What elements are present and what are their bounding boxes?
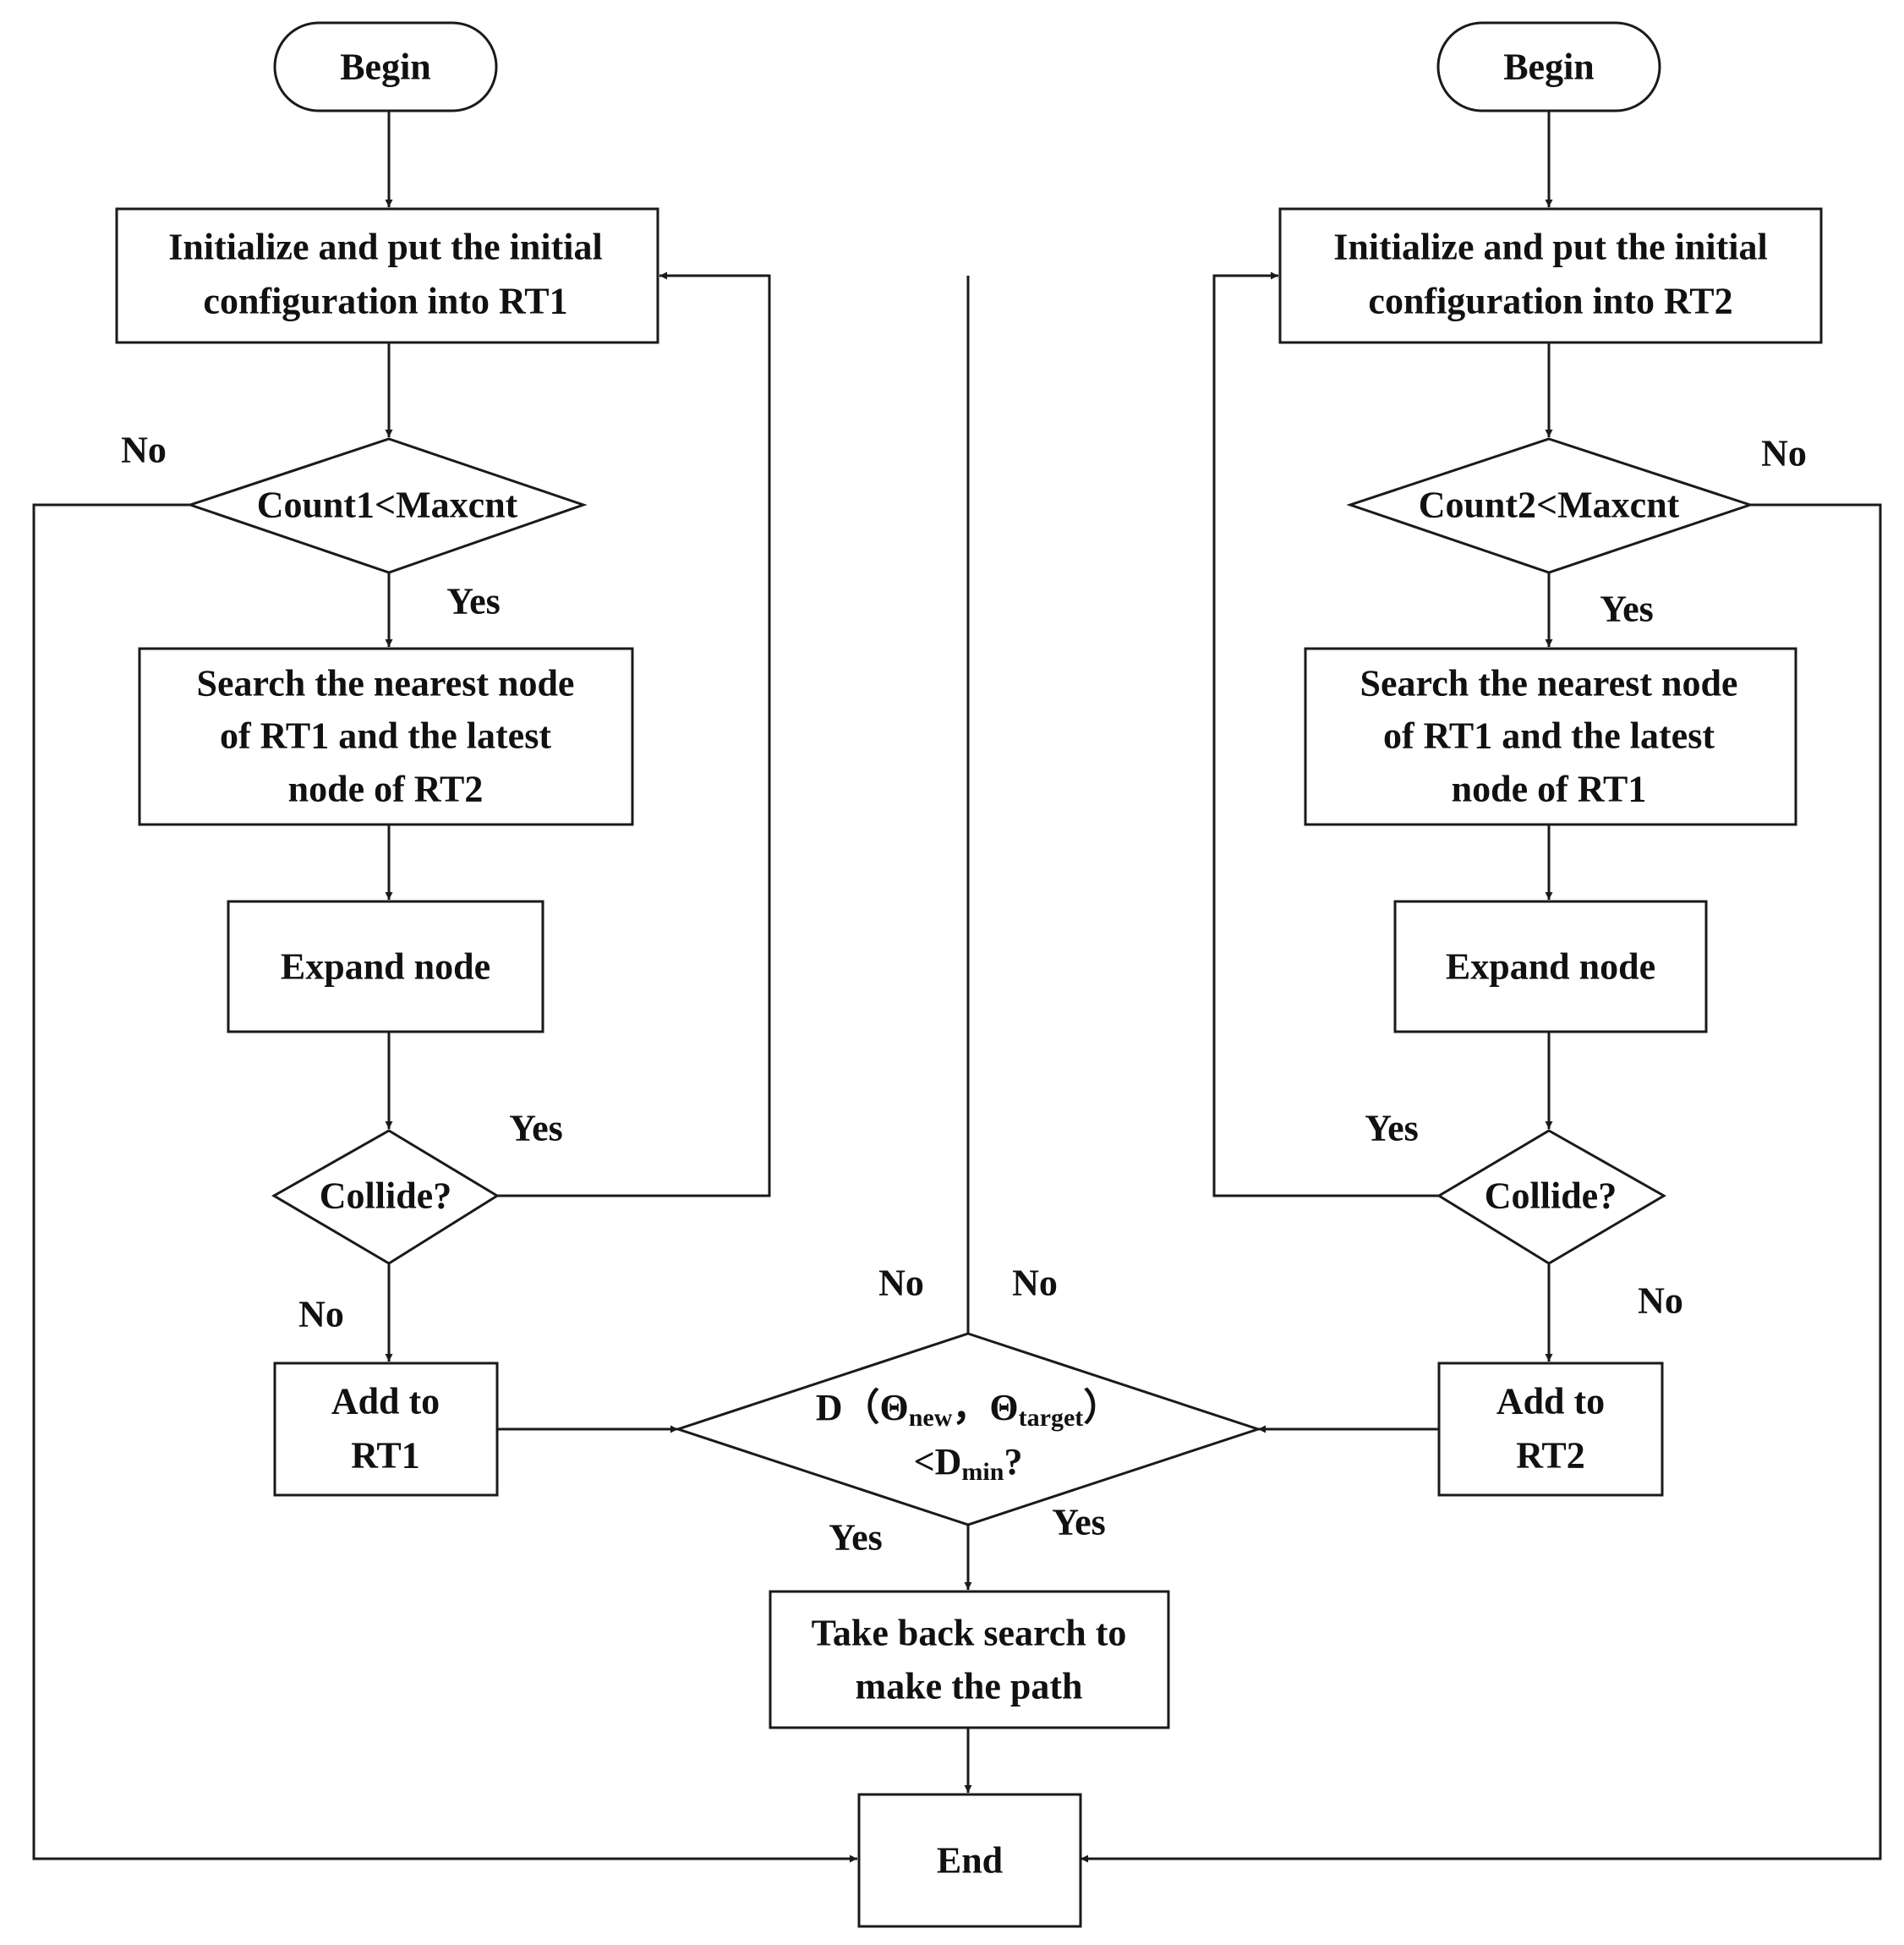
branch-labels: No Yes Yes No No Yes Yes No No No Yes Ye…	[121, 430, 1807, 1559]
right-init-line-1: Initialize and put the initial	[1333, 227, 1767, 268]
label-right-count-no: No	[1761, 433, 1807, 474]
left-collide-text: Collide?	[320, 1175, 451, 1217]
left-begin-text: Begin	[340, 47, 431, 88]
right-collide-text: Collide?	[1485, 1175, 1617, 1217]
right-collide-decision: Collide?	[1436, 1129, 1667, 1265]
left-search-line-2: of RT1 and the latest	[220, 715, 551, 757]
label-left-count-no: No	[121, 430, 167, 471]
left-add-box: Add to RT1	[273, 1362, 499, 1497]
right-search-line-3: node of RT1	[1452, 769, 1647, 810]
label-left-collide-no: No	[298, 1294, 344, 1335]
right-search-line-1: Search the nearest node	[1360, 663, 1738, 704]
right-init-line-2: configuration into RT2	[1368, 281, 1732, 322]
left-search-line-3: node of RT2	[288, 769, 484, 810]
left-count-text: Count1<Maxcnt	[257, 485, 518, 526]
arrow-right-collide-yes-loop	[1212, 271, 1439, 1197]
arrow-left-count-no-to-end	[32, 503, 857, 1863]
arrow-left-collide-yes-loop	[497, 271, 771, 1197]
label-right-count-yes: Yes	[1600, 589, 1654, 630]
takeback-box: Take back search to make the path	[769, 1590, 1170, 1729]
right-init-box: Initialize and put the initial configura…	[1278, 207, 1823, 344]
right-expand-text: Expand node	[1446, 946, 1655, 988]
end-text: End	[937, 1840, 1003, 1882]
right-begin-text: Begin	[1503, 47, 1595, 88]
right-search-line-2: of RT1 and the latest	[1383, 715, 1715, 757]
takeback-line-1: Take back search to	[812, 1613, 1127, 1654]
center-distance-decision: D（Θnew，Θtarget） <Dmin?	[674, 1332, 1262, 1526]
right-begin-node: Begin	[1436, 21, 1661, 112]
left-search-box: Search the nearest node of RT1 and the l…	[138, 647, 634, 826]
left-collide-decision: Collide?	[271, 1129, 500, 1265]
arrow-right-count-no-to-end	[1081, 503, 1882, 1863]
left-count-decision: Count1<Maxcnt	[186, 437, 588, 574]
label-left-count-yes: Yes	[446, 581, 501, 622]
right-add-box: Add to RT2	[1437, 1362, 1664, 1497]
left-begin-node: Begin	[273, 21, 498, 112]
distance-line-2: <Dmin?	[914, 1441, 1023, 1486]
end-box: End	[857, 1793, 1082, 1928]
right-add-line-2: RT2	[1516, 1435, 1585, 1477]
left-search-line-1: Search the nearest node	[197, 663, 575, 704]
left-add-line-1: Add to	[331, 1381, 440, 1422]
left-init-box: Initialize and put the initial configura…	[115, 207, 659, 344]
left-expand-box: Expand node	[227, 900, 544, 1033]
label-right-collide-yes: Yes	[1365, 1108, 1419, 1149]
right-count-decision: Count2<Maxcnt	[1346, 437, 1754, 574]
right-search-box: Search the nearest node of RT1 and the l…	[1304, 647, 1797, 826]
label-center-yes-left: Yes	[829, 1517, 883, 1559]
connectors	[32, 111, 1882, 1863]
left-init-line-2: configuration into RT1	[203, 281, 567, 322]
right-count-text: Count2<Maxcnt	[1419, 485, 1680, 526]
label-left-collide-yes: Yes	[509, 1108, 563, 1149]
distance-line-1: D（Θnew，Θtarget）	[816, 1387, 1121, 1432]
left-expand-text: Expand node	[281, 946, 490, 988]
takeback-line-2: make the path	[856, 1666, 1083, 1707]
label-center-no-right: No	[1012, 1263, 1058, 1304]
left-add-line-2: RT1	[351, 1435, 420, 1477]
right-expand-box: Expand node	[1393, 900, 1708, 1033]
left-init-line-1: Initialize and put the initial	[168, 227, 602, 268]
label-center-no-left: No	[878, 1263, 924, 1304]
right-add-line-1: Add to	[1496, 1381, 1605, 1422]
label-right-collide-no: No	[1638, 1280, 1683, 1322]
label-center-yes-right: Yes	[1052, 1502, 1106, 1543]
